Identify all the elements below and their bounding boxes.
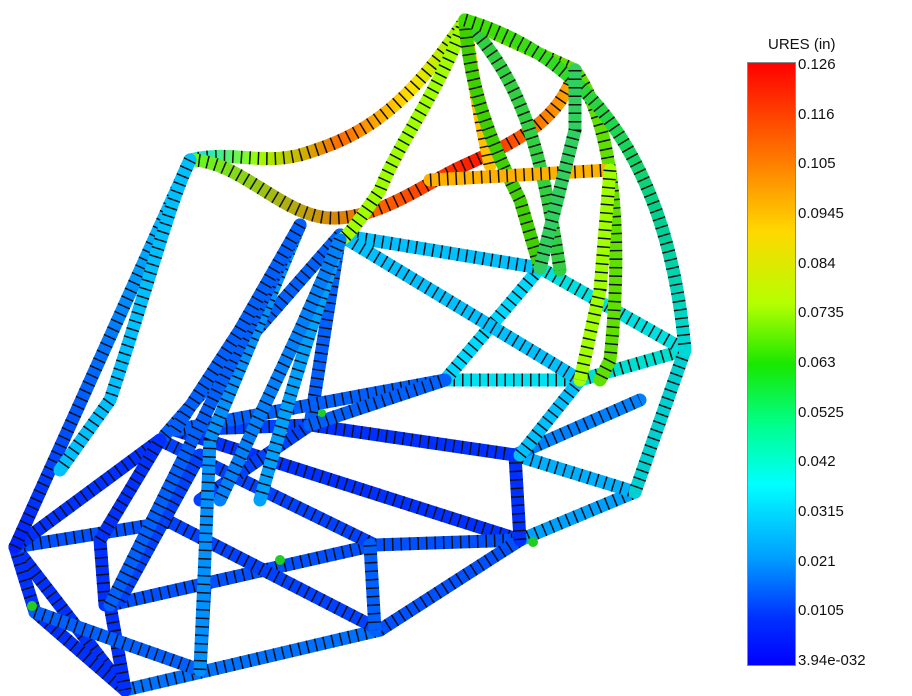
- fixture-marker: [528, 537, 538, 547]
- legend-tick-label: 0.0315: [798, 503, 844, 520]
- frame-tube: [458, 13, 692, 357]
- mesh-tick-marks: [167, 516, 383, 636]
- mesh-tick-marks: [123, 623, 382, 696]
- mesh-tick-marks: [508, 454, 527, 541]
- mesh-tick-marks: [173, 423, 522, 547]
- mesh-tick-marks: [363, 544, 382, 631]
- mesh-tick-marks: [188, 16, 471, 167]
- fixture-markers: [27, 409, 538, 611]
- frame-tube: [303, 418, 522, 462]
- mesh-tick-marks: [8, 545, 42, 614]
- frame-tubes: [8, 13, 692, 696]
- frame-tube: [628, 343, 692, 499]
- fixture-marker: [27, 601, 37, 611]
- frame-tube: [513, 485, 642, 547]
- mesh-tick-marks: [13, 515, 172, 554]
- legend-tick-label: 0.0735: [798, 304, 844, 322]
- legend-tick-label: 0.105: [798, 155, 836, 173]
- mesh-tick-marks: [196, 419, 314, 506]
- fixture-marker: [318, 409, 326, 417]
- legend-tick-label: 0.126: [798, 56, 836, 73]
- frame-tube: [53, 153, 197, 477]
- legend-title: URES (in): [768, 36, 836, 53]
- frame-tube: [333, 13, 472, 247]
- mesh-tick-marks: [533, 70, 582, 270]
- frame-tube: [333, 228, 547, 275]
- frame-tube: [513, 373, 587, 462]
- frame-tube: [93, 433, 167, 547]
- legend-tick-label: 0.116: [798, 105, 835, 123]
- frame-tube: [8, 433, 167, 554]
- legend-tick-label: 0.0525: [798, 403, 844, 421]
- frame-tube: [93, 533, 112, 612]
- legend-ticks: 0.126 0.116 0.105 0.0945 0.084 0.0735 0.063 0.0…: [798, 0, 908, 696]
- mesh-tick-marks: [573, 169, 617, 382]
- color-bar: [747, 62, 796, 666]
- legend-tick-label: 0.084: [798, 254, 836, 272]
- mesh-tick-marks: [160, 230, 345, 440]
- mesh-tick-marks: [189, 67, 582, 225]
- frame-tube: [368, 533, 527, 552]
- fixture-marker: [275, 555, 285, 565]
- legend-tick-label: 3.94e-032: [798, 652, 866, 669]
- frame-tube: [458, 13, 547, 275]
- frame-tube: [373, 533, 527, 637]
- mesh-tick-marks: [32, 605, 203, 677]
- frame-tube: [103, 538, 382, 612]
- legend-tick-label: 0.0945: [798, 205, 844, 222]
- legend-tick-label: 0.042: [798, 453, 836, 471]
- frame-tube: [423, 163, 617, 187]
- legend-tick-label: 0.021: [798, 552, 836, 570]
- mesh-tick-marks: [309, 418, 516, 462]
- frame-tube: [303, 373, 452, 432]
- frame-tube: [508, 448, 642, 499]
- mesh-tick-marks: [193, 222, 306, 671]
- frame-tube: [168, 218, 307, 437]
- frame-tube: [113, 448, 207, 607]
- frame-tube: [183, 13, 472, 167]
- mesh-tick-marks: [30, 607, 130, 695]
- frame-tube: [333, 228, 587, 387]
- mesh-tick-marks: [173, 373, 447, 437]
- legend-tick-label: 0.063: [798, 354, 836, 371]
- mesh-tick-marks: [512, 394, 643, 461]
- frame-tube: [213, 233, 347, 507]
- legend-tick-label: 0.0105: [798, 602, 844, 620]
